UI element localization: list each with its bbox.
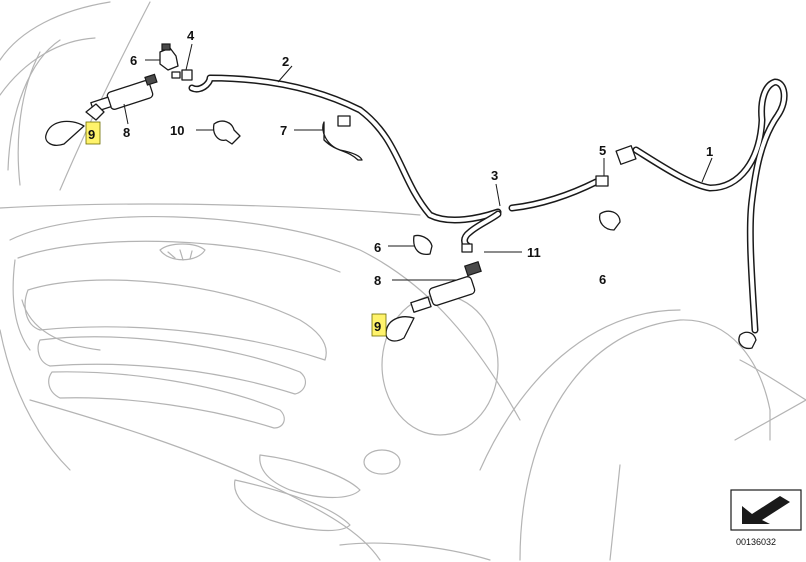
connector-4 [171,69,193,81]
label-part-9-top: 9 [88,127,95,142]
callouts: 1 2 3 4 5 6 6 6 7 8 8 10 11 9 9 [85,28,713,337]
label-part-9-middle: 9 [374,319,381,334]
nozzle-cover-9-middle [385,316,415,342]
direction-arrow-icon [730,489,802,531]
clamp-6-top [159,43,179,71]
clamp-6-right [598,210,621,231]
nozzle-cover-9-top [45,120,85,146]
highlight-part-9-top [85,121,101,145]
label-part-11: 11 [527,245,541,260]
strap-7 [322,115,363,161]
leader-lines [123,43,713,281]
pump-8-middle [410,261,482,313]
reference-number: 00136032 [736,537,776,547]
label-part-7: 7 [280,123,287,138]
clamp-6-middle [413,234,433,256]
label-part-2: 2 [282,54,289,69]
label-part-8-top: 8 [123,125,130,140]
washer-hoses [188,74,788,334]
label-part-10: 10 [170,123,184,138]
label-part-6-top: 6 [130,53,137,68]
label-part-6-middle: 6 [374,240,381,255]
valve-11 [461,243,473,253]
label-part-8-middle: 8 [374,273,381,288]
clip-10 [212,120,241,145]
connector-5 [595,145,637,187]
label-part-3: 3 [491,168,498,183]
label-part-5: 5 [599,143,606,158]
pump-8-top [85,73,158,121]
label-part-6-right: 6 [599,272,606,287]
highlight-part-9-middle [371,313,387,337]
connector-1-end [738,331,757,350]
label-part-1: 1 [706,144,713,159]
label-part-4: 4 [187,28,195,43]
